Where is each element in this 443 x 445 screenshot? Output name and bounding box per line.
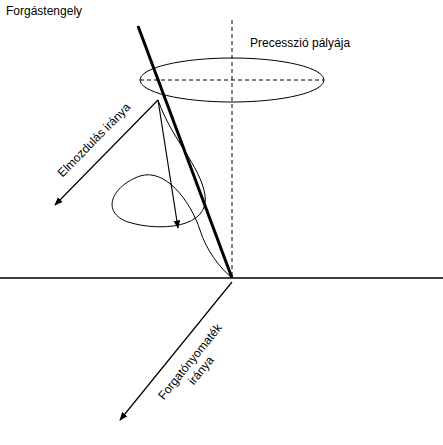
vertical-dashed-axis: [232, 20, 233, 278]
axis-label: Forgástengely: [6, 4, 82, 18]
ground-line: [0, 277, 443, 279]
nutation-curve: [112, 100, 232, 278]
displacement-label: Elmozdulás iránya: [55, 100, 134, 180]
gravity-arrow: [158, 100, 178, 228]
ellipse-diameter: [140, 80, 324, 81]
precession-ellipse: [140, 58, 324, 102]
displacement-arrow: [55, 100, 158, 205]
precession-label: Precesszió pályája: [250, 36, 350, 50]
